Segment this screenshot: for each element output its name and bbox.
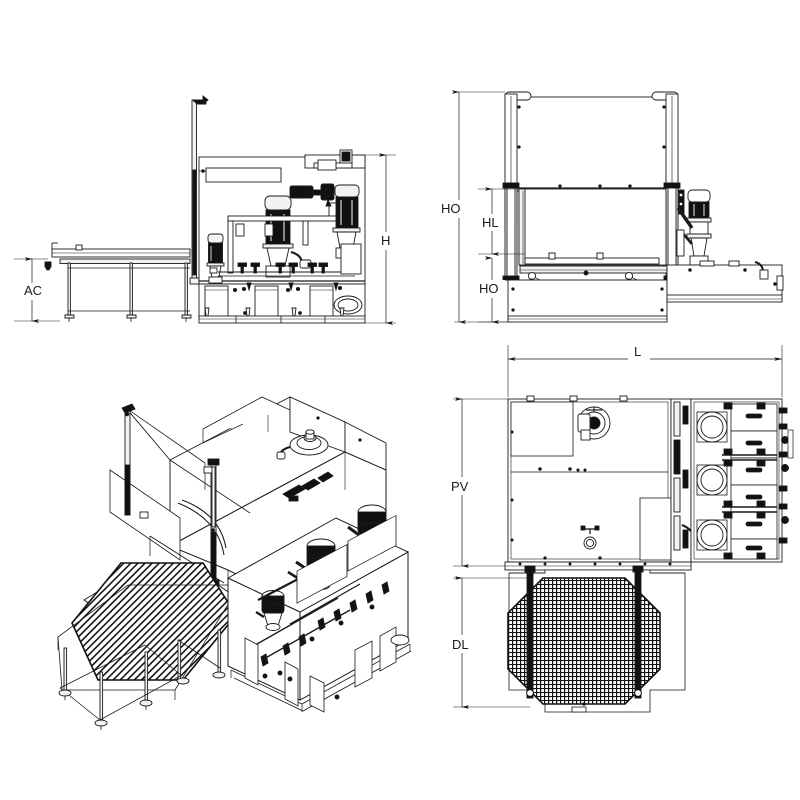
side-elevation-view	[502, 91, 784, 323]
pipe-manifold	[209, 215, 362, 277]
side-pump-motor	[676, 189, 712, 266]
iso-support-frame	[58, 629, 226, 730]
filter-vessel-bank	[204, 282, 363, 319]
isometric-view	[57, 396, 412, 730]
filter-edge-fittings	[778, 407, 789, 544]
plan-transition-strip	[670, 398, 698, 563]
machine-base-side	[507, 279, 668, 323]
front-elevation-view	[44, 95, 366, 324]
iso-deck-pipes	[249, 583, 361, 661]
base-frame	[198, 307, 366, 324]
dimension-label-PV: PV	[451, 479, 469, 494]
plan-view	[504, 395, 794, 713]
dimension-L: L	[507, 343, 783, 397]
drain-port	[580, 525, 600, 550]
dimension-PV: PV	[450, 397, 508, 568]
process-chamber	[518, 188, 667, 266]
iso-pump-motor-2	[287, 538, 348, 604]
iso-grid-platform	[57, 562, 241, 700]
dimension-label-HO-lower: HO	[479, 281, 499, 296]
side-right-tank	[666, 260, 784, 303]
cartridge-filter-bank	[690, 398, 794, 563]
dimension-HO-outer: HO	[440, 90, 508, 324]
dimension-label-AC: AC	[24, 283, 42, 298]
filter-tie-bars	[722, 402, 777, 560]
dimension-label-DL: DL	[452, 637, 469, 652]
filter-panel-cells	[730, 403, 778, 560]
lifting-mast	[189, 95, 209, 285]
dimension-DL: DL	[450, 576, 530, 709]
hood-assembly	[504, 91, 679, 192]
dimension-label-L: L	[634, 344, 641, 359]
iso-guide-columns	[121, 403, 220, 587]
dimension-AC: AC	[14, 257, 60, 323]
iso-pump-motor-1	[255, 577, 301, 631]
blower-unit	[577, 406, 611, 441]
iso-side-fittings	[282, 471, 334, 502]
dimension-HO-lower: HO	[478, 256, 508, 324]
dimension-HL: HL	[478, 187, 525, 256]
guide-column-left	[502, 93, 520, 281]
iso-filler-cap	[276, 429, 329, 460]
filter-circles	[696, 411, 728, 551]
dimension-label-H: H	[381, 233, 390, 248]
dimension-H: H	[352, 153, 396, 325]
infeed-conveyor-assembly	[44, 242, 192, 322]
guide-column-right	[663, 93, 685, 281]
mesh-loading-platform	[507, 565, 686, 713]
dimension-label-HO-outer: HO	[441, 201, 461, 216]
iso-pump-motor-3	[347, 504, 397, 572]
blower-gearbox-assembly	[289, 183, 335, 207]
iso-lower-vessels	[244, 626, 410, 713]
dimension-label-HL: HL	[482, 215, 499, 230]
